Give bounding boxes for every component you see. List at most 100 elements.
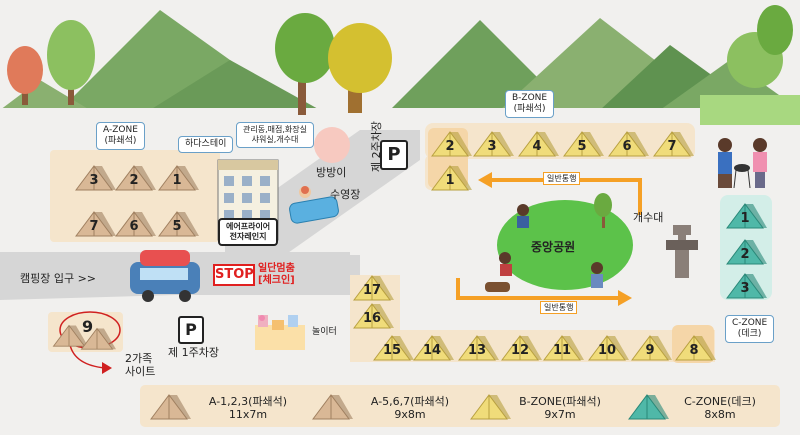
playground-label: 놀이터 [312,327,337,337]
car-icon [130,250,200,302]
legend-size: 9x7m [544,408,576,421]
tent-number: 1 [740,211,750,226]
b-zone-title: B-ZONE [512,93,548,103]
legend-size: 8x8m [704,408,736,421]
tent-number: 8 [689,343,699,358]
tent-number: 11 [552,343,572,358]
tent-number: 13 [467,343,487,358]
b-zone-tent-5[interactable]: 5 [560,128,604,158]
entrance-label: 캠핑장 입구 >> [20,272,97,285]
a-zone-tent-2[interactable]: 2 [112,162,156,192]
checkin-label: 일단멈춤[체크인] [258,263,295,286]
tent-number: 3 [89,173,99,188]
tent-number: 4 [532,139,542,154]
b-zone-tent-17[interactable]: 17 [350,272,394,302]
legend: A-1,2,3(파쇄석)11x7m A-5,6,7(파쇄석)9x8m B-ZON… [140,385,780,427]
b-zone-tent-11[interactable]: 11 [540,332,584,362]
b-zone-tent-15[interactable]: 15 [370,332,414,362]
sink-label: 개수대 [633,211,664,224]
trampoline-icon [314,127,350,163]
b-zone-tent-4[interactable]: 4 [515,128,559,158]
oneway-arrow-bottom [456,278,632,306]
legend-name: A-1,2,3(파쇄석) [208,395,288,408]
a-zone-tent-7[interactable]: 7 [72,208,116,238]
c-zone-tent-1[interactable]: 1 [723,200,767,230]
tent-icon [146,391,192,425]
a-zone-title: A-ZONE [103,125,138,135]
legend-item: A-5,6,7(파쇄석)9x8m [300,385,460,427]
a-zone-tent-5[interactable]: 5 [155,208,199,238]
c-zone-label: C-ZONE (데크) [725,315,775,343]
tent-number: 7 [667,139,677,154]
family-site-tent[interactable] [78,325,122,355]
tent-number: 1 [172,173,182,188]
tent-number: 3 [487,139,497,154]
c-zone-title: C-ZONE [732,318,768,328]
legend-name: C-ZONE(데크) [684,395,756,408]
a-zone-sub: (파쇄석) [104,136,137,146]
b-zone-tent-1[interactable]: 1 [428,162,472,192]
b-zone-tent-14[interactable]: 14 [410,332,454,362]
tent-number: 14 [422,343,442,358]
a-zone-tent-1[interactable]: 1 [155,162,199,192]
a-zone-label: A-ZONE (파쇄석) [96,122,145,150]
parking-icon: P [380,140,408,170]
c-zone-sub: (데크) [737,329,762,339]
legend-size: 9x8m [394,408,426,421]
family-site-tent[interactable] [50,322,94,352]
b-zone-sub: (파쇄석) [513,104,546,114]
tent-number: 16 [362,311,382,326]
bangbang-label: 방방이 [316,166,347,179]
c-zone-tent-2[interactable]: 2 [723,236,767,266]
tent-number: 2 [445,139,455,154]
tent-icon [466,391,512,425]
legend-size: 11x7m [228,408,268,421]
b-zone-tent-2[interactable]: 2 [428,128,472,158]
central-park-label: 중앙공원 [531,240,576,254]
hada-stay-label: 하다스테이 [178,136,234,153]
legend-item: C-ZONE(데크)8x8m [620,385,780,427]
b-zone-label: B-ZONE (파쇄석) [505,90,555,118]
parking2-label: 제 2주차장 [370,121,383,172]
sink-icon [666,225,698,278]
tent-number: 5 [577,139,587,154]
b-zone-tent-10[interactable]: 10 [585,332,629,362]
tent-number: 9 [645,343,655,358]
stop-sign: STOP [213,264,255,286]
tent-number: 7 [89,219,99,234]
tent-number: 2 [740,247,750,262]
tent-number: 15 [382,343,402,358]
a-zone-tent-6[interactable]: 6 [112,208,156,238]
people-icon [485,204,603,292]
parking-icon: P [178,316,204,344]
tent-number: 17 [362,283,382,298]
legend-item: A-1,2,3(파쇄석)11x7m [140,385,300,427]
c-zone-tent-3[interactable]: 3 [723,270,767,300]
b-zone-tent-7[interactable]: 7 [650,128,694,158]
b-zone-tent-6[interactable]: 6 [605,128,649,158]
playground-icon [255,315,305,350]
b-zone-tent-8[interactable]: 8 [672,332,716,362]
tree-icon [594,193,612,228]
mountains [0,10,800,110]
tent-number: 6 [622,139,632,154]
oneway-arrow-top [478,172,642,215]
tent-number: 3 [740,281,750,296]
pool-label: 수영장 [330,188,361,201]
b-zone-tent-9[interactable]: 9 [628,332,672,362]
tent-number: 12 [510,343,530,358]
tree-icon [700,5,800,125]
people-icon [718,138,767,189]
b-zone-tent-3[interactable]: 3 [470,128,514,158]
tent-number: 6 [129,219,139,234]
tent-number: 1 [445,173,455,188]
b-zone-tent-16[interactable]: 16 [350,300,394,330]
a-zone-tent-3[interactable]: 3 [72,162,116,192]
b-zone-tent-12[interactable]: 12 [498,332,542,362]
b-zone-tent-13[interactable]: 13 [455,332,499,362]
